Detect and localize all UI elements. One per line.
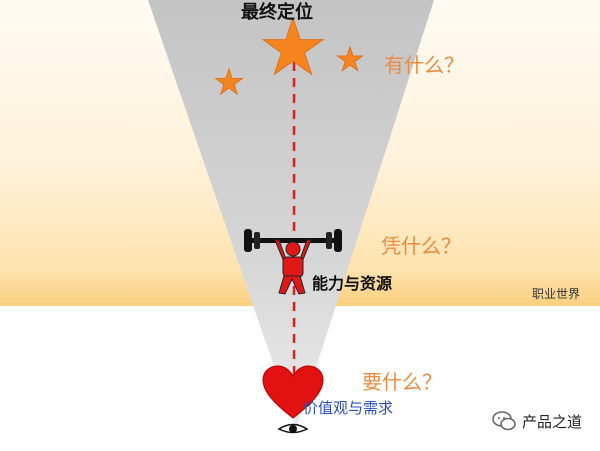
question-rely: 凭什么？ — [381, 234, 461, 258]
final-positioning-title: 最终定位 — [241, 2, 313, 23]
wechat-icon — [492, 411, 516, 431]
small-star-right-icon — [336, 45, 364, 72]
career-world-label: 职业世界 — [532, 287, 581, 301]
question-have: 有什么？ — [384, 53, 464, 77]
watermark-text: 产品之道 — [522, 413, 583, 431]
small-star-left-icon — [214, 67, 244, 96]
heart-icon — [262, 365, 324, 419]
weightlifter-icon — [244, 229, 342, 295]
eye-icon — [277, 423, 309, 434]
vision-cone — [148, 0, 434, 430]
ability-label: 能力与资源 — [312, 274, 393, 293]
main-star-icon — [261, 16, 325, 76]
values-label: 价值观与需求 — [303, 399, 394, 417]
question-want: 要什么？ — [362, 370, 442, 394]
